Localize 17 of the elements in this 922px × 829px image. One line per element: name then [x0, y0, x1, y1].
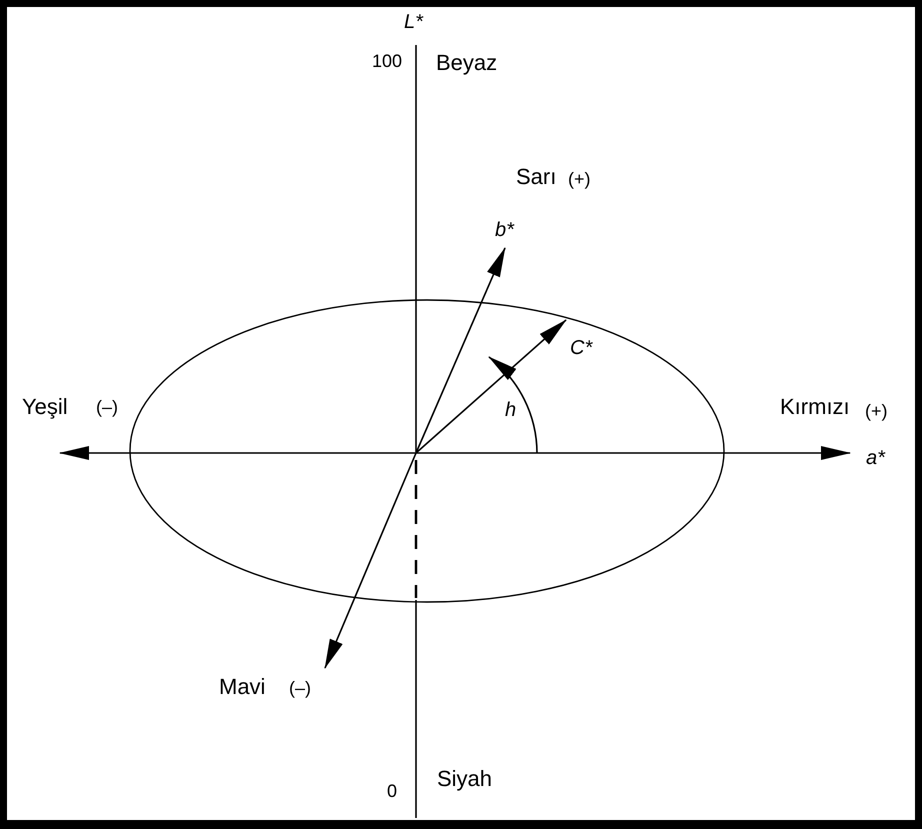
axis-label: C* [570, 338, 592, 358]
color-label: Beyaz [436, 52, 498, 74]
sign-label: (–) [289, 679, 311, 697]
scale-value: 0 [387, 782, 398, 800]
sign-label: (+) [568, 170, 590, 188]
axis-label: b* [495, 220, 514, 240]
color-label: Kırmızı [780, 396, 850, 418]
axis-label: a* [866, 448, 885, 468]
angle-label: h [505, 400, 516, 420]
color-label: Siyah [437, 768, 492, 790]
color-label: Mavi [219, 676, 266, 698]
scale-value: 100 [372, 52, 402, 70]
sign-label: (–) [96, 398, 118, 416]
axis-label: L* [404, 12, 423, 32]
color-label: Sarı [516, 166, 556, 188]
color-label: Yeşil [22, 396, 68, 418]
sign-label: (+) [865, 402, 888, 420]
